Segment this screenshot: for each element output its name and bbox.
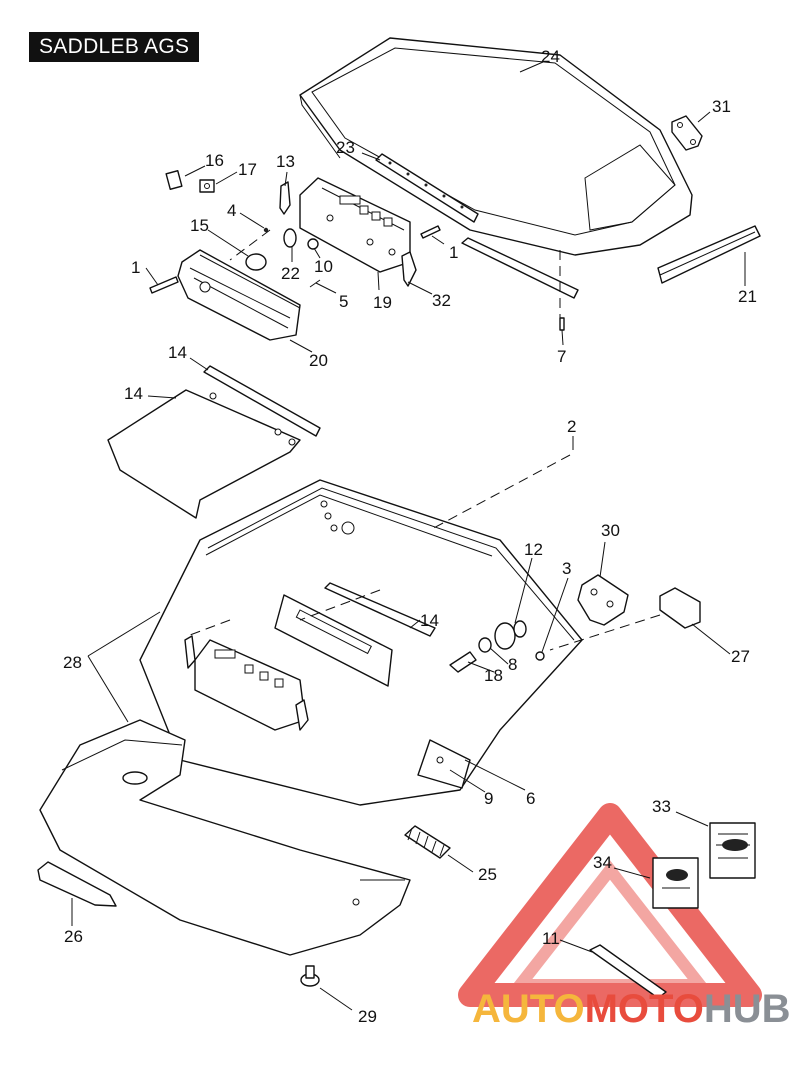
watermark-hub: HUB — [704, 987, 791, 1031]
lower-panel — [39, 719, 411, 956]
callout-14b: 14 — [124, 384, 143, 403]
callout-5: 5 — [339, 292, 348, 311]
callout-16: 16 — [205, 151, 224, 170]
callout-leaders — [71, 61, 746, 1011]
callout-1b: 1 — [449, 243, 458, 262]
part-31 — [671, 115, 703, 151]
part-27 — [659, 587, 701, 629]
callout-labels: 24 31 23 16 17 13 4 15 1 22 10 5 19 32 1… — [63, 47, 757, 1026]
callout-1a: 1 — [131, 258, 140, 277]
callout-29: 29 — [358, 1007, 377, 1026]
callout-21: 21 — [738, 287, 757, 306]
callout-4: 4 — [227, 201, 236, 220]
callout-2: 2 — [567, 417, 576, 436]
watermark-auto: AUTO — [472, 987, 585, 1031]
trim-part-20 — [177, 249, 301, 341]
callout-27: 27 — [731, 647, 750, 666]
callout-22: 22 — [281, 264, 300, 283]
callout-12: 12 — [524, 540, 543, 559]
saddlebag-body-28 — [139, 479, 583, 806]
watermark-logo — [458, 803, 762, 1007]
callout-31: 31 — [712, 97, 731, 116]
callout-14a: 14 — [168, 343, 187, 362]
assembly-guides — [189, 229, 661, 651]
part-21 — [657, 225, 761, 284]
part-23 — [375, 153, 479, 223]
callout-15: 15 — [190, 216, 209, 235]
spring-25 — [404, 825, 451, 859]
callout-28: 28 — [63, 653, 82, 672]
small-hardware — [149, 170, 565, 331]
callout-17: 17 — [238, 160, 257, 179]
callout-18: 18 — [484, 666, 503, 685]
lid-strap — [461, 237, 579, 299]
labels-33-34 — [652, 822, 756, 909]
watermark-wordmark: AUTOMOTOHUB — [472, 987, 791, 1031]
svg-text:AUTOMOTOHUB: AUTOMOTOHUB — [472, 987, 791, 1031]
part-26 — [37, 861, 117, 907]
callout-7: 7 — [557, 347, 566, 366]
watermark-moto: MOTO — [585, 987, 704, 1031]
callout-13: 13 — [276, 152, 295, 171]
callout-23: 23 — [336, 138, 355, 157]
callout-34: 34 — [593, 853, 612, 872]
callout-9: 9 — [484, 789, 493, 808]
callout-19: 19 — [373, 293, 392, 312]
callout-14c: 14 — [420, 611, 439, 630]
callout-26: 26 — [64, 927, 83, 946]
callout-25: 25 — [478, 865, 497, 884]
callout-10: 10 — [314, 257, 333, 276]
gasket-14-top — [107, 365, 321, 519]
callout-3: 3 — [562, 559, 571, 578]
callout-30: 30 — [601, 521, 620, 540]
hinge-30 — [577, 574, 629, 626]
callout-33: 33 — [652, 797, 671, 816]
callout-6: 6 — [526, 789, 535, 808]
callout-8: 8 — [508, 655, 517, 674]
callout-20: 20 — [309, 351, 328, 370]
latch-plate-19 — [299, 177, 411, 273]
page-title: SADDLEB AGS — [29, 32, 200, 62]
foot-29 — [300, 965, 320, 987]
callout-32: 32 — [432, 291, 451, 310]
rollers-hardware — [449, 620, 545, 673]
strap-11 — [589, 944, 667, 999]
callout-11: 11 — [542, 929, 560, 948]
callout-24: 24 — [541, 47, 560, 66]
